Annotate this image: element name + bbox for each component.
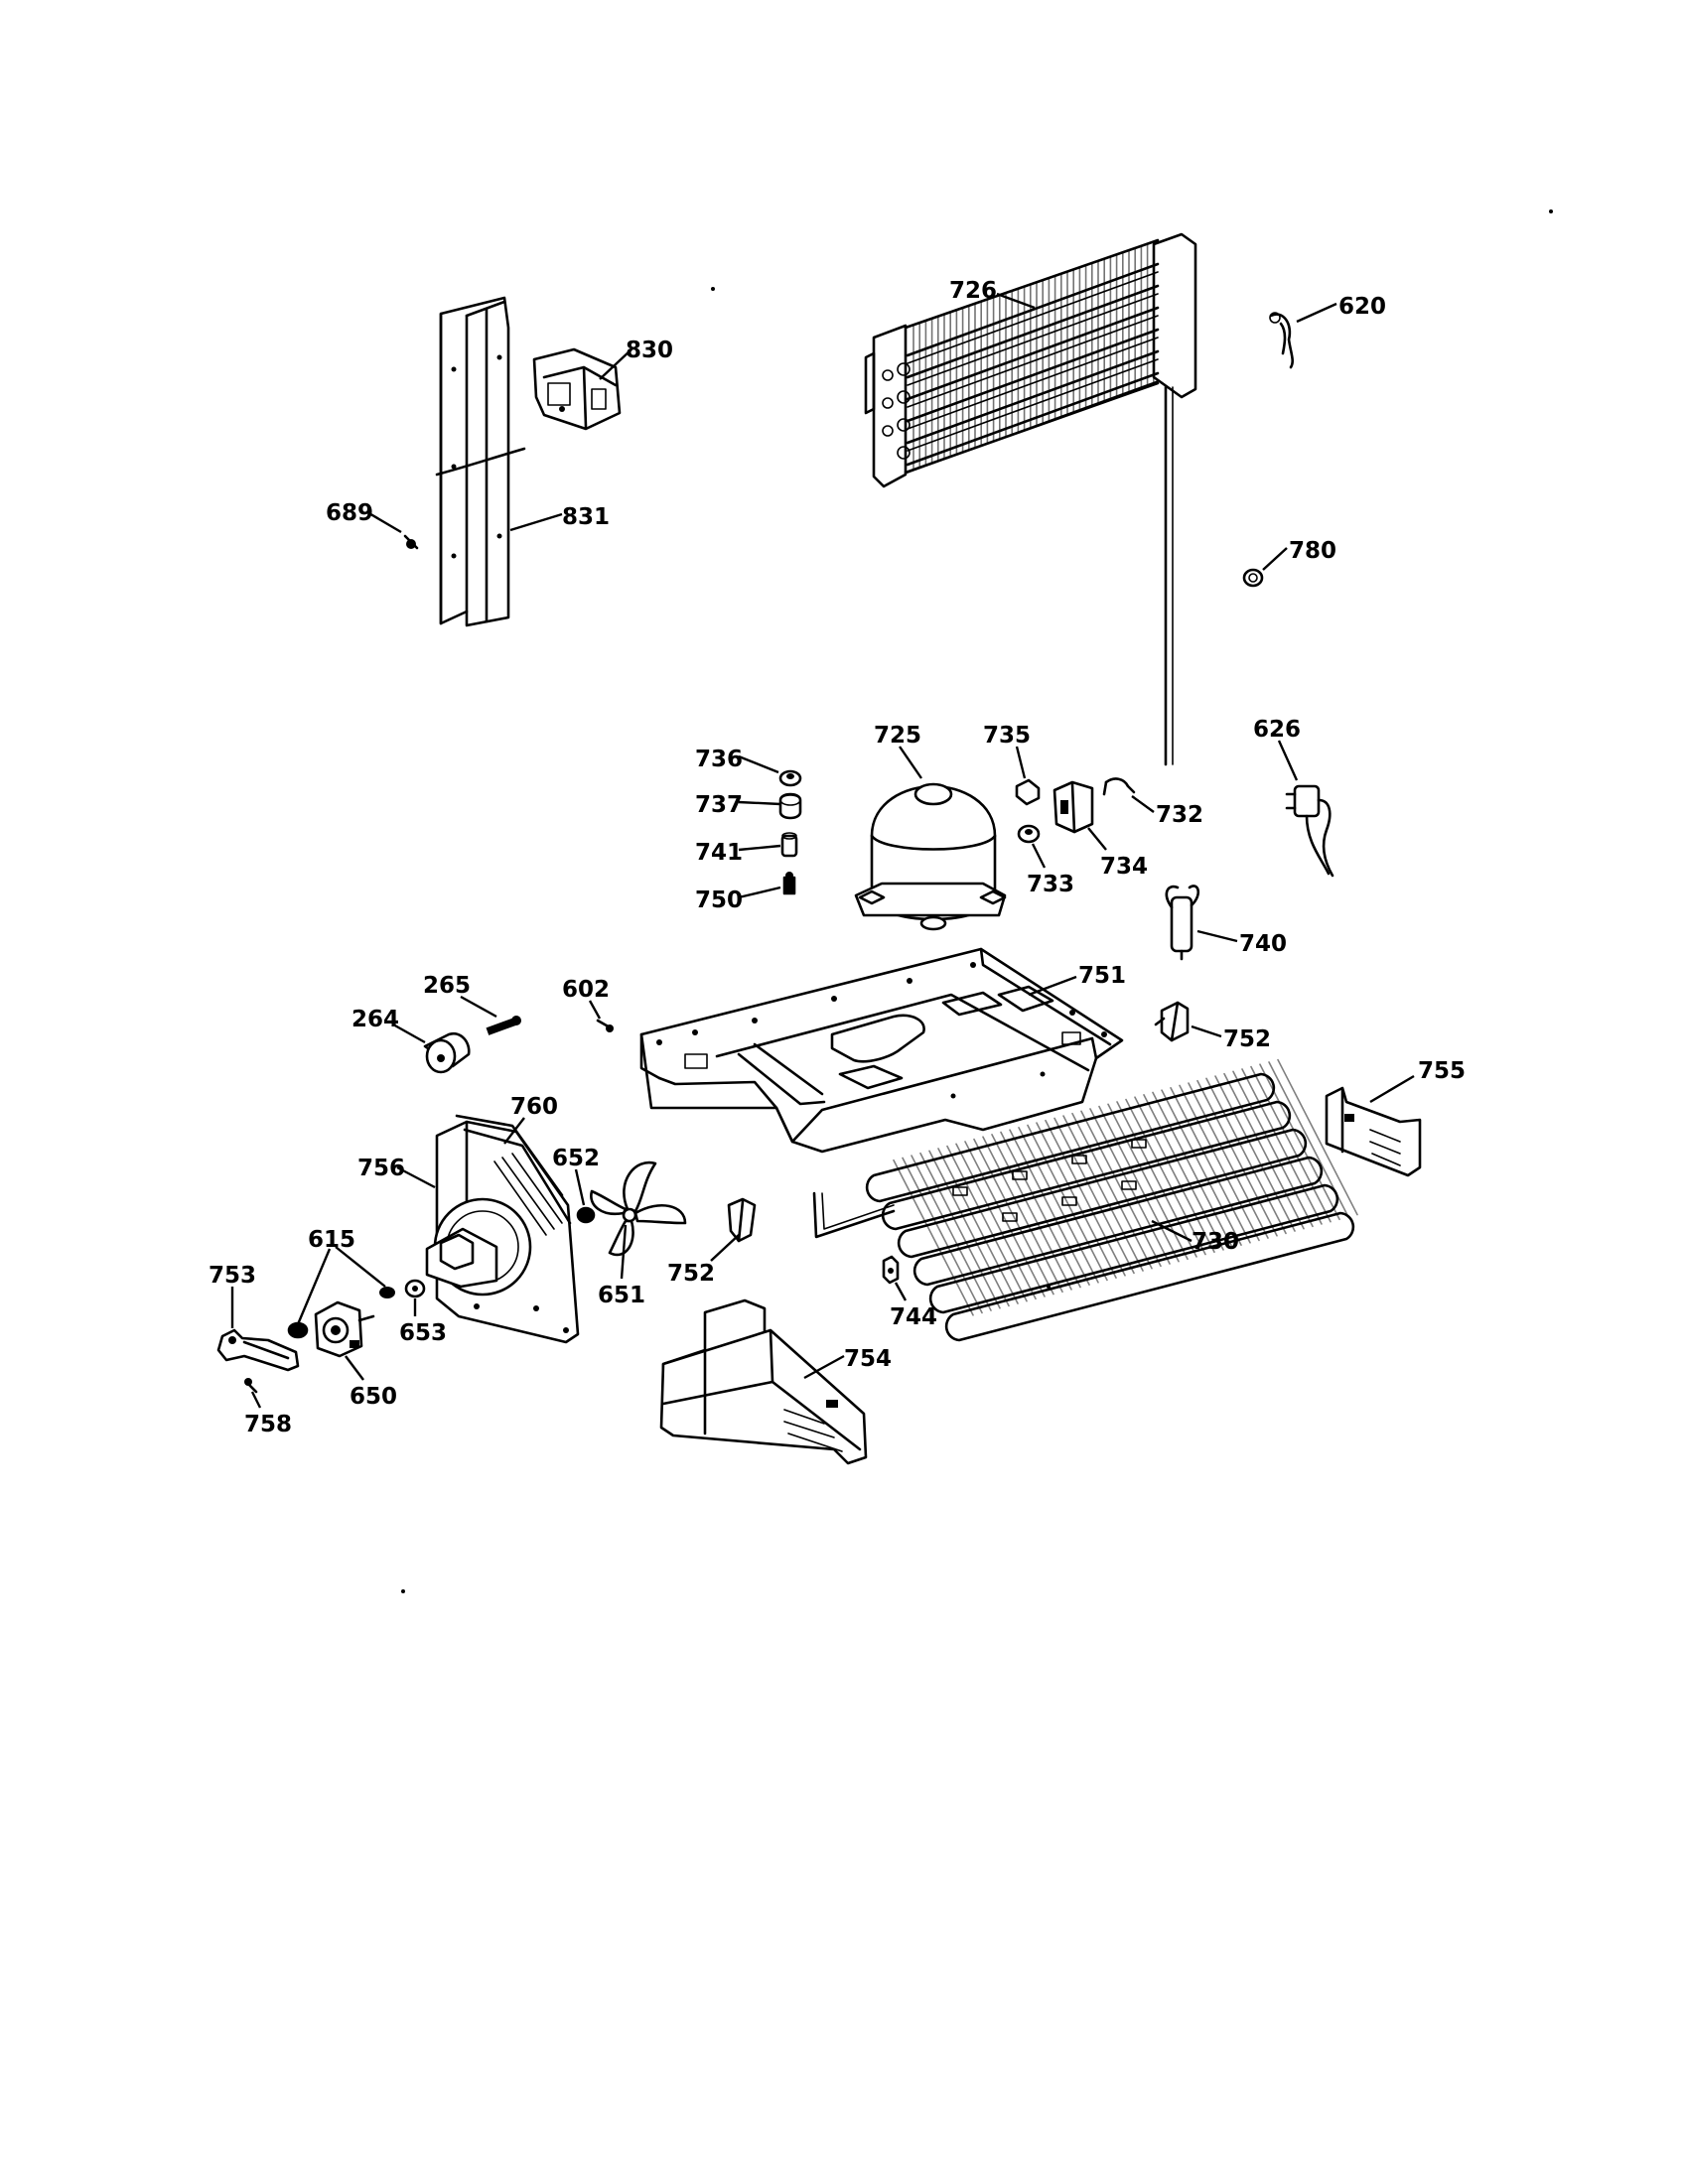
callout-830: 830 — [626, 338, 673, 363]
callout-653: 653 — [399, 1320, 447, 1346]
relay-734-part — [1052, 780, 1094, 834]
bolt-750-part — [782, 872, 796, 895]
callout-652: 652 — [552, 1146, 600, 1171]
callout-735: 735 — [983, 723, 1031, 749]
nut-652-part — [576, 1206, 596, 1224]
callout-626: 626 — [1253, 717, 1301, 743]
screw-602-part — [596, 1019, 614, 1032]
nut-653-part — [404, 1279, 426, 1298]
capacitor-264-part — [423, 1031, 471, 1074]
callout-734: 734 — [1100, 854, 1148, 880]
callout-780: 780 — [1289, 538, 1336, 564]
screw-265-part — [486, 1016, 521, 1035]
callout-736: 736 — [695, 747, 743, 772]
cord-626-part — [1285, 784, 1334, 878]
clip-744-part — [882, 1255, 900, 1285]
screw-615-a-part — [379, 1287, 395, 1298]
callout-265: 265 — [423, 973, 471, 999]
fan-shroud-756-part — [425, 1114, 580, 1344]
nut-733-part — [1017, 824, 1041, 844]
callout-725: 725 — [874, 723, 921, 749]
callout-754: 754 — [844, 1346, 892, 1372]
condenser-coil-730-part — [812, 1058, 1358, 1342]
callout-733: 733 — [1027, 872, 1074, 897]
callout-753: 753 — [209, 1263, 256, 1289]
callout-760: 760 — [510, 1094, 558, 1120]
callout-744: 744 — [890, 1304, 937, 1330]
callout-750: 750 — [695, 887, 743, 913]
callout-752-right: 752 — [1223, 1026, 1271, 1052]
callout-737: 737 — [695, 792, 743, 818]
callout-732: 732 — [1156, 802, 1203, 828]
callout-752-left: 752 — [667, 1261, 715, 1287]
callout-755: 755 — [1418, 1058, 1466, 1084]
bracket-752-left-part — [727, 1197, 757, 1243]
callout-730: 730 — [1192, 1229, 1239, 1255]
callout-602: 602 — [562, 977, 610, 1003]
callout-labels: 726 620 830 689 831 780 626 725 736 737 … — [209, 278, 1466, 1437]
callout-758: 758 — [244, 1412, 292, 1437]
shield-754-part — [659, 1298, 868, 1465]
callout-831: 831 — [562, 504, 610, 530]
callout-651: 651 — [598, 1283, 645, 1308]
bracket-753-part — [216, 1328, 300, 1372]
speck — [401, 1589, 405, 1593]
condenser-726-part — [864, 232, 1197, 766]
sleeve-741-part — [780, 832, 798, 858]
bracket-752-right-part — [1154, 1001, 1190, 1042]
washer-736-part — [778, 769, 802, 787]
callout-740: 740 — [1239, 931, 1287, 957]
callout-615: 615 — [308, 1227, 355, 1253]
overload-735-part — [1015, 778, 1041, 806]
base-pan-751-part — [639, 947, 1124, 1154]
clip-732-part — [1102, 777, 1136, 796]
callout-264: 264 — [351, 1007, 399, 1032]
bracket-830-part — [532, 347, 622, 431]
callout-741: 741 — [695, 840, 743, 866]
callout-620: 620 — [1338, 294, 1386, 320]
channel-831-part — [435, 296, 526, 627]
callout-751: 751 — [1078, 963, 1126, 989]
screw-689-part — [403, 534, 419, 550]
fan-blade-651-part — [590, 1160, 687, 1257]
screw-758-part — [244, 1378, 258, 1394]
callout-756: 756 — [357, 1156, 405, 1181]
clip-620-part — [1269, 312, 1294, 369]
callout-650: 650 — [350, 1384, 397, 1410]
callout-726: 726 — [949, 278, 997, 304]
callout-689: 689 — [326, 500, 373, 526]
compressor-725-part — [854, 782, 1007, 931]
shield-755-part — [1325, 1086, 1422, 1177]
grommet-737-part — [778, 792, 802, 820]
screw-615-b-part — [287, 1321, 309, 1339]
fan-motor-650-part — [314, 1300, 375, 1358]
callout-leaders — [230, 292, 1415, 1409]
drier-740-part — [1165, 885, 1200, 961]
speck — [711, 287, 715, 291]
speck — [1549, 209, 1553, 213]
grommet-780-part — [1242, 568, 1264, 588]
